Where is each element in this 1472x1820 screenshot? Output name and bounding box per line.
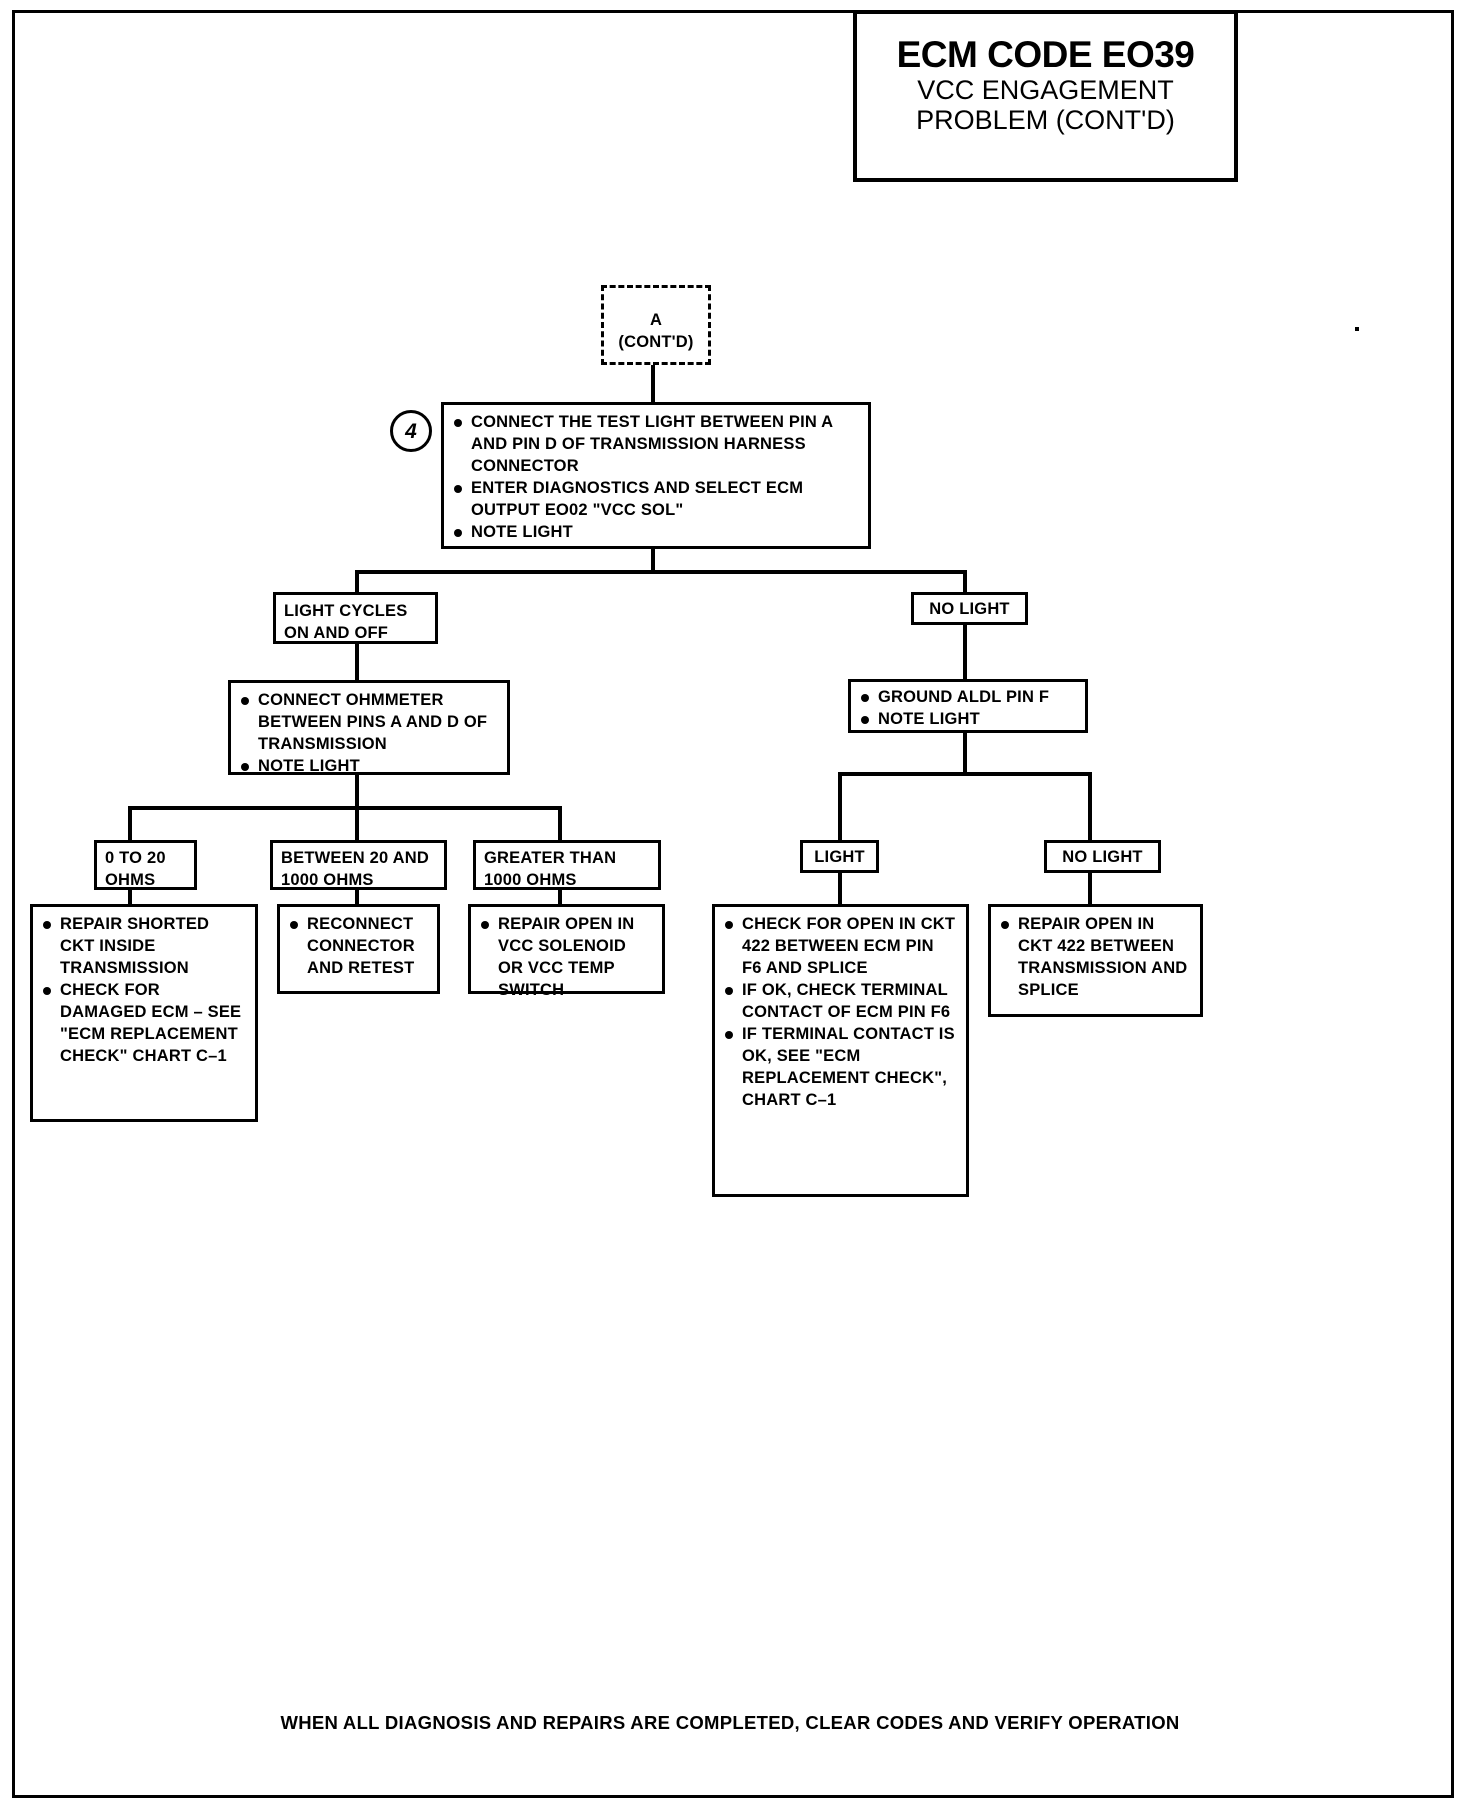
ohm-result-low-box: 0 TO 20 OHMS [94, 840, 197, 890]
connector-to-light-cycles [355, 570, 359, 592]
connector-step4-split [355, 570, 967, 574]
connector-to-ohm-high [558, 806, 562, 840]
connector-to-ohm-mid [355, 806, 359, 840]
chart-title-block: ECM CODE EO39 VCC ENGAGEMENT PROBLEM (CO… [853, 10, 1238, 182]
aldl-action-light-bullet-2: IF OK, CHECK TERMINAL CONTACT OF ECM PIN… [723, 980, 958, 1024]
ohm-action-mid-list: RECONNECT CONNECTOR AND RETEST [288, 914, 429, 980]
aldl-result-no-light-label: NO LIGHT [1062, 848, 1143, 866]
ohm-action-mid-box: RECONNECT CONNECTOR AND RETEST [277, 904, 440, 994]
connector-aldllight-to-action [838, 869, 842, 904]
aldl-action-light-box: CHECK FOR OPEN IN CKT 422 BETWEEN ECM PI… [712, 904, 969, 1197]
ohm-action-high-list: REPAIR OPEN IN VCC SOLENOID OR VCC TEMP … [479, 914, 654, 1002]
aldl-result-light-box: LIGHT [800, 840, 879, 873]
aldl-action-no-light-list: REPAIR OPEN IN CKT 422 BETWEEN TRANSMISS… [999, 914, 1192, 1002]
ohm-result-high-box: GREATER THAN 1000 OHMS [473, 840, 661, 890]
ohm-action-low-bullet-2: CHECK FOR DAMAGED ECM – SEE "ECM REPLACE… [41, 980, 247, 1068]
connector-nolight-to-aldl [963, 625, 967, 679]
aldl-action-no-light-bullet-1: REPAIR OPEN IN CKT 422 BETWEEN TRANSMISS… [999, 914, 1192, 1002]
branch-no-light-label: NO LIGHT [929, 600, 1010, 618]
connector-aldlnolight-to-action [1088, 869, 1092, 904]
ohmmeter-step-box: CONNECT OHMMETER BETWEEN PINS A AND D OF… [228, 680, 510, 775]
connector-to-no-light [963, 570, 967, 592]
registration-dot [1355, 327, 1359, 331]
aldl-action-light-bullet-3: IF TERMINAL CONTACT IS OK, SEE "ECM REPL… [723, 1024, 958, 1112]
aldl-bullet-2: NOTE LIGHT [859, 709, 1077, 731]
connector-entry-to-step4 [651, 365, 655, 402]
page-subtitle-line2: PROBLEM (CONT'D) [916, 105, 1175, 136]
aldl-bullet-list: GROUND ALDL PIN F NOTE LIGHT [859, 687, 1077, 731]
connector-to-aldl-light [838, 772, 842, 840]
ohm-result-mid-box: BETWEEN 20 AND 1000 OHMS [270, 840, 447, 890]
page-title: ECM CODE EO39 [896, 34, 1195, 75]
page-subtitle-line1: VCC ENGAGEMENT [917, 74, 1174, 105]
ohmmeter-bullet-2: NOTE LIGHT [239, 756, 499, 778]
connector-to-aldl-nolight [1088, 772, 1092, 840]
step4-bullet-3: NOTE LIGHT [452, 522, 860, 544]
ohm-result-low-label: 0 TO 20 OHMS [105, 849, 166, 889]
ohm-action-high-box: REPAIR OPEN IN VCC SOLENOID OR VCC TEMP … [468, 904, 665, 999]
connector-to-ohm-low [128, 806, 132, 840]
ohm-result-mid-label: BETWEEN 20 AND 1000 OHMS [281, 849, 429, 889]
step-number-4: 4 [390, 410, 432, 452]
branch-light-cycles-label: LIGHT CYCLES ON AND OFF [284, 602, 408, 642]
aldl-result-no-light-box: NO LIGHT [1044, 840, 1161, 873]
ohmmeter-bullet-1: CONNECT OHMMETER BETWEEN PINS A AND D OF… [239, 690, 499, 756]
step4-bullet-list: CONNECT THE TEST LIGHT BETWEEN PIN A AND… [452, 412, 860, 544]
ohm-result-high-label: GREATER THAN 1000 OHMS [484, 849, 617, 889]
entry-label-contd: (CONT'D) [618, 332, 694, 351]
step4-bullet-2: ENTER DIAGNOSTICS AND SELECT ECM OUTPUT … [452, 478, 860, 522]
aldl-action-light-bullet-1: CHECK FOR OPEN IN CKT 422 BETWEEN ECM PI… [723, 914, 958, 980]
footer-note: WHEN ALL DIAGNOSIS AND REPAIRS ARE COMPL… [280, 1712, 1180, 1733]
ohm-action-low-list: REPAIR SHORTED CKT INSIDE TRANSMISSION C… [41, 914, 247, 1068]
branch-no-light-box: NO LIGHT [911, 592, 1028, 625]
ohmmeter-bullet-list: CONNECT OHMMETER BETWEEN PINS A AND D OF… [239, 690, 499, 778]
page-border [12, 10, 1454, 1798]
aldl-action-no-light-box: REPAIR OPEN IN CKT 422 BETWEEN TRANSMISS… [988, 904, 1203, 1017]
entry-label-a: A [649, 311, 663, 329]
aldl-bullet-1: GROUND ALDL PIN F [859, 687, 1077, 709]
aldl-result-light-label: LIGHT [814, 848, 865, 866]
step4-bullet-1: CONNECT THE TEST LIGHT BETWEEN PIN A AND… [452, 412, 860, 478]
connector-lightcycles-to-ohmmeter [355, 644, 359, 680]
ohm-action-low-box: REPAIR SHORTED CKT INSIDE TRANSMISSION C… [30, 904, 258, 1122]
ohm-action-high-bullet-1: REPAIR OPEN IN VCC SOLENOID OR VCC TEMP … [479, 914, 654, 1002]
branch-light-cycles-box: LIGHT CYCLES ON AND OFF [273, 592, 438, 644]
ground-aldl-box: GROUND ALDL PIN F NOTE LIGHT [848, 679, 1088, 733]
connector-ohmmeter-stem [355, 775, 359, 810]
aldl-action-light-list: CHECK FOR OPEN IN CKT 422 BETWEEN ECM PI… [723, 914, 958, 1111]
step4-box: CONNECT THE TEST LIGHT BETWEEN PIN A AND… [441, 402, 871, 549]
connector-aldl-split [838, 772, 1090, 776]
ohm-action-low-bullet-1: REPAIR SHORTED CKT INSIDE TRANSMISSION [41, 914, 247, 980]
connector-aldl-stem [963, 733, 967, 776]
connector-ohmmeter-split [128, 806, 562, 810]
entry-connector-a: A (CONT'D) [601, 285, 711, 365]
connector-step4-stem [651, 549, 655, 572]
ohm-action-mid-bullet-1: RECONNECT CONNECTOR AND RETEST [288, 914, 429, 980]
